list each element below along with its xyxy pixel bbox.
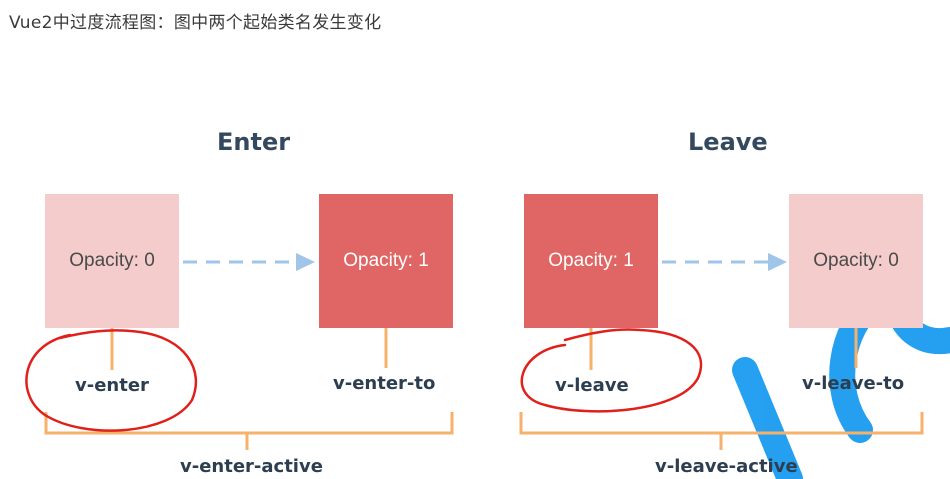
annotation-circle-enter (25, 329, 198, 432)
leave-active-bracket (519, 412, 924, 435)
enter-from-class: v-enter (75, 375, 149, 396)
leave-arrowhead-icon (768, 253, 787, 271)
leave-from-class: v-leave (555, 375, 629, 396)
leave-heading: Leave (688, 128, 768, 156)
enter-active-bracket (44, 412, 454, 435)
annotation-circle-leave (520, 328, 703, 413)
enter-to-class: v-enter-to (333, 373, 436, 394)
enter-heading: Enter (217, 128, 291, 156)
leave-to-class: v-leave-to (802, 373, 905, 394)
leave-to-box: Opacity: 0 (789, 194, 923, 328)
enter-arrowhead-icon (296, 253, 315, 271)
enter-from-box: Opacity: 0 (45, 194, 179, 328)
enter-to-box: Opacity: 1 (319, 194, 453, 328)
enter-active-class: v-enter-active (180, 456, 323, 477)
leave-from-box: Opacity: 1 (524, 194, 658, 328)
page-caption: Vue2中过度流程图：图中两个起始类名发生变化 (9, 13, 382, 33)
watermark-stroke (732, 357, 803, 479)
leave-active-class: v-leave-active (655, 456, 798, 477)
